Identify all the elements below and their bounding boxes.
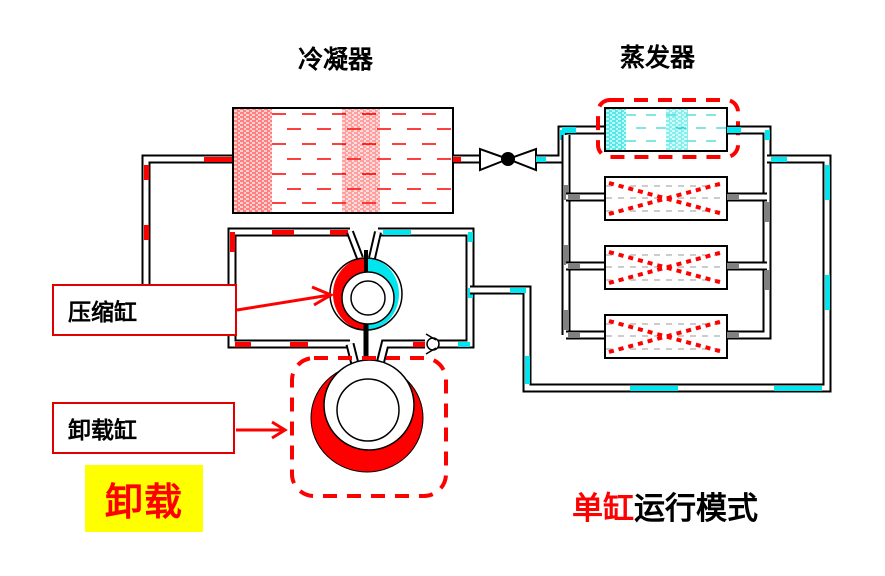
condenser-title: 冷凝器	[298, 45, 374, 74]
compressor-discharge-pipe	[227, 227, 350, 349]
evaporator-3-disabled	[604, 245, 728, 290]
evaporator-title: 蒸发器	[620, 43, 696, 72]
evaporator-1-active	[596, 98, 740, 159]
mode-caption-rest: 运行模式	[634, 491, 758, 527]
evaporator-4-disabled	[604, 314, 728, 359]
evaporator-2-disabled	[604, 176, 728, 221]
mode-badge: 卸载	[85, 465, 203, 532]
compression-label-arrow	[236, 285, 335, 312]
unloading-cylinder-highlight	[290, 356, 448, 498]
unloading-cylinder	[290, 356, 448, 498]
mode-badge-text: 卸载	[104, 480, 183, 524]
mode-caption: 单缸运行模式	[572, 483, 758, 528]
unloading-cylinder-label-text: 卸载缸	[68, 418, 137, 444]
compressor-suction-pipe	[378, 227, 480, 349]
evaporator-outlet-manifold	[727, 125, 772, 340]
compression-cylinder-label-text: 压缩缸	[68, 300, 137, 326]
unloader-bypass-pipe	[345, 339, 425, 366]
compression-cylinder-label: 压缩缸	[52, 284, 237, 336]
condenser	[232, 107, 454, 214]
expansion-valve	[479, 147, 537, 172]
condenser-outlet-pipe	[453, 154, 480, 164]
compression-cylinder	[329, 230, 403, 364]
mode-caption-highlight: 单缸	[572, 491, 634, 527]
evaporator-inlet-manifold	[561, 135, 605, 340]
unloading-label-arrow	[236, 420, 288, 440]
unloading-cylinder-label: 卸载缸	[52, 402, 235, 454]
check-valve	[425, 333, 440, 355]
suction-return-pipe	[478, 154, 832, 393]
condenser-inlet-pipe	[141, 154, 232, 290]
